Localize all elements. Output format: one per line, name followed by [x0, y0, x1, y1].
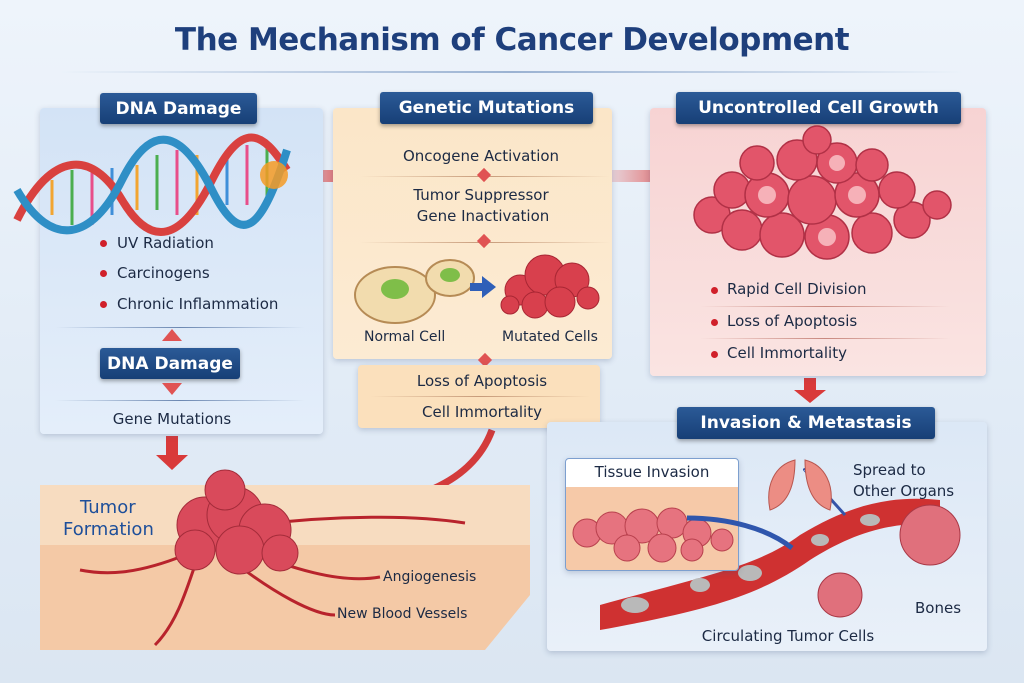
blood-vessel-illustration [600, 468, 961, 630]
invasion-metastasis-header: Invasion & Metastasis [677, 407, 935, 439]
normal-cell-label: Normal Cell [364, 329, 446, 345]
dna-damage-header: DNA Damage [100, 93, 257, 124]
genetic-mutations-header: Genetic Mutations [380, 92, 593, 124]
bullet-icon [100, 301, 107, 308]
spread-line2: Other Organs [853, 482, 955, 500]
tumor-formation-line2: Formation [63, 519, 154, 540]
mutated-cells-label: Mutated Cells [502, 329, 598, 345]
bullet-icon [100, 240, 107, 247]
divider [370, 396, 590, 397]
mutated-cells-illustration [500, 254, 600, 319]
dna-helix-illustration [13, 133, 291, 236]
cause-carcinogens: Carcinogens [117, 264, 210, 282]
spread-line1: Spread to [853, 461, 926, 479]
growth-loss-of-apoptosis: Loss of Apoptosis [727, 312, 858, 330]
tissue-invasion-inset [565, 458, 739, 571]
cause-chronic-inflammation: Chronic Inflammation [117, 295, 279, 313]
page-title: The Mechanism of Cancer Development [174, 22, 850, 58]
tissue-invasion-label: Tissue Invasion [594, 463, 710, 481]
bullet-icon [711, 287, 718, 294]
divider [700, 338, 950, 339]
angiogenesis-label: Angiogenesis [383, 569, 477, 585]
growth-cell-immortality: Cell Immortality [727, 344, 847, 362]
circulating-tumor-cells-label: Circulating Tumor Cells [701, 627, 875, 645]
loss-of-apoptosis: Loss of Apoptosis [416, 372, 548, 390]
tumor-cluster-illustration [693, 125, 952, 260]
bullet-icon [100, 270, 107, 277]
arrow-up-icon [162, 329, 182, 341]
oncogene-activation: Oncogene Activation [402, 147, 560, 165]
bullet-icon [711, 319, 718, 326]
tumor-suppressor-line1: Tumor Suppressor [413, 186, 549, 204]
dna-damage-subheader: DNA Damage [100, 348, 240, 379]
bones-label: Bones [915, 599, 962, 617]
uncontrolled-growth-header: Uncontrolled Cell Growth [676, 92, 961, 124]
gene-mutations-label: Gene Mutations [112, 410, 232, 428]
arrow-dna-to-tumor [156, 436, 188, 470]
new-blood-vessels-label: New Blood Vessels [337, 606, 468, 622]
tumor-suppressor-line2: Gene Inactivation [416, 207, 550, 225]
organs-illustration [768, 459, 832, 511]
divider [55, 400, 305, 401]
divider [55, 327, 305, 328]
normal-cell-illustration [354, 259, 475, 324]
divider [700, 306, 950, 307]
arrow-growth-to-metastasis [794, 378, 826, 403]
rapid-cell-division: Rapid Cell Division [727, 280, 867, 298]
tissue-slab-illustration [40, 469, 530, 650]
arrow-down-icon [162, 383, 182, 395]
cell-immortality: Cell Immortality [422, 403, 542, 421]
tumor-formation-line1: Tumor [80, 497, 136, 518]
cause-uv-radiation: UV Radiation [117, 234, 214, 252]
bullet-icon [711, 351, 718, 358]
title-divider [60, 71, 964, 73]
invasive-cells-illustration [572, 507, 794, 563]
arrow-right-icon [470, 276, 496, 298]
